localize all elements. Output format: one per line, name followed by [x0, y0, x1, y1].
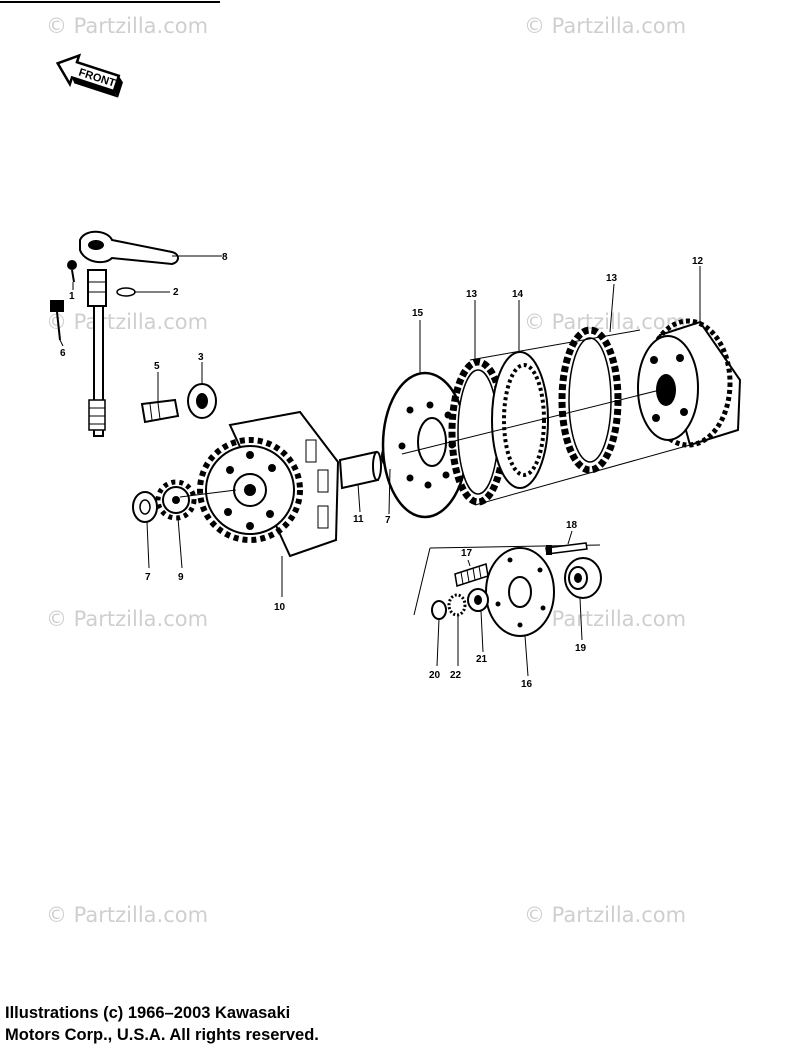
callout-13: 13 — [466, 289, 478, 300]
callout-9: 9 — [178, 572, 184, 583]
callout-7: 7 — [385, 515, 391, 526]
lock-washer-part — [447, 593, 467, 617]
watermark: © Partzilla.com — [46, 310, 209, 334]
circlip-part — [431, 600, 447, 620]
adjusting-bolt-part — [50, 300, 64, 341]
callout-19: 19 — [575, 643, 587, 654]
clutch-hub-part — [637, 318, 742, 448]
callout-6: 6 — [60, 348, 66, 359]
lock-nut-part — [467, 588, 489, 612]
callout-11: 11 — [353, 514, 364, 525]
callout-2: 2 — [173, 287, 179, 298]
watermark: © Partzilla.com — [46, 607, 209, 631]
callout-13: 13 — [606, 273, 618, 284]
pressure-plate-part — [381, 371, 469, 519]
callout-22: 22 — [450, 670, 462, 681]
steel-plate-part — [491, 351, 549, 489]
clutch-spring-part — [454, 563, 489, 587]
primary-gear-part — [155, 479, 197, 521]
callout-14: 14 — [512, 289, 524, 300]
watermark: © Partzilla.com — [524, 903, 687, 927]
copyright-notice: Illustrations (c) 1966–2003 Kawasaki Mot… — [5, 1002, 319, 1046]
callout-16: 16 — [521, 679, 533, 690]
assembly-guide-lines — [179, 329, 691, 616]
callout-12: 12 — [692, 256, 704, 267]
callout-17: 17 — [461, 548, 473, 559]
ball-bearing-part — [187, 383, 217, 419]
spring-plate-part — [485, 547, 555, 637]
callout-21: 21 — [476, 654, 488, 665]
release-shaft-part — [87, 269, 107, 437]
watermark: © Partzilla.com — [46, 14, 209, 38]
copyright-line-1: Illustrations (c) 1966–2003 Kawasaki — [5, 1004, 291, 1022]
callout-10: 10 — [274, 602, 286, 613]
callout-5: 5 — [154, 361, 160, 372]
callout-7: 7 — [145, 572, 151, 583]
callout-8: 8 — [222, 252, 228, 263]
watermark: © Partzilla.com — [524, 14, 687, 38]
friction-plate-part — [558, 326, 622, 474]
release-lever-part — [79, 230, 179, 266]
callout-18: 18 — [566, 520, 578, 531]
washer-part — [132, 491, 158, 523]
copyright-line-2: Motors Corp., U.S.A. All rights reserved… — [5, 1026, 319, 1044]
release-bearing-part — [564, 557, 602, 599]
callout-20: 20 — [429, 670, 441, 681]
callout-1: 1 — [69, 291, 75, 302]
screw-part — [67, 260, 77, 283]
spring-bolt-part — [545, 542, 588, 555]
watermark: © Partzilla.com — [524, 310, 687, 334]
sleeve-part — [338, 450, 382, 490]
leader-lines — [59, 255, 701, 677]
push-rod-part — [140, 398, 180, 424]
callout-15: 15 — [412, 308, 424, 319]
clutch-housing-part — [197, 410, 340, 558]
callout-3: 3 — [198, 352, 204, 363]
watermark: © Partzilla.com — [46, 903, 209, 927]
front-arrow-icon: FRONT — [55, 53, 123, 98]
o-ring-part — [116, 287, 136, 297]
